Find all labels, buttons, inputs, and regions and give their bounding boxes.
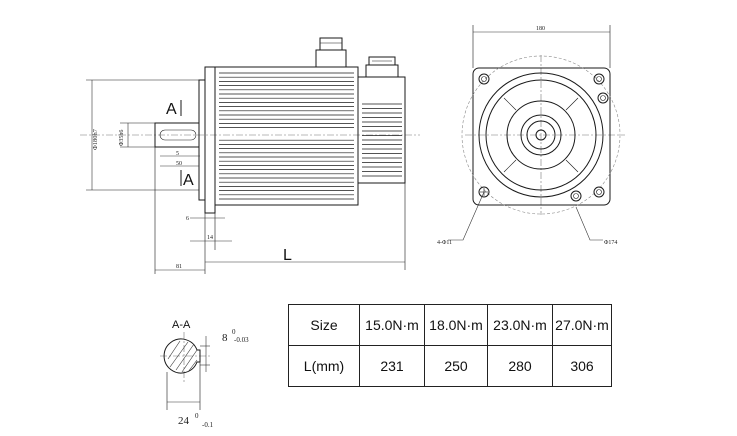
section-hatching <box>167 340 198 373</box>
cooling-fins <box>219 72 354 200</box>
side-view: A A Φ180h7 Φ35h6 5 50 6 14 L <box>80 37 420 274</box>
table-cell: 306 <box>552 345 612 387</box>
square-flange <box>472 67 611 206</box>
pcd-leader <box>575 206 603 241</box>
table-row: Size 15.0N·m 18.0N·m 23.0N·m 27.0N·m <box>288 304 612 346</box>
shaft-section <box>163 338 201 374</box>
power-connector <box>315 37 347 68</box>
dim-key-depth-upper: 0 <box>195 412 199 420</box>
dim-key-width-upper: 0 <box>232 328 236 336</box>
dim-key-length: 50 <box>176 161 182 167</box>
spec-table: Size 15.0N·m 18.0N·m 23.0N·m 27.0N·m L(m… <box>288 304 612 387</box>
mounting-holes <box>478 73 609 202</box>
spigot-circle <box>478 72 604 198</box>
shaft-keyway <box>159 129 197 141</box>
table-cell: 250 <box>424 345 488 387</box>
shaft-end <box>535 129 547 141</box>
table-cell: 280 <box>487 345 553 387</box>
encoder-connector <box>365 56 399 78</box>
front-view: 180 4-Φ11 Φ174 <box>437 25 625 246</box>
table-cell: 27.0N·m <box>552 304 612 346</box>
dim-spigot: 14 <box>207 235 213 241</box>
output-shaft <box>154 122 200 148</box>
dim-shaft-length: 81 <box>176 264 182 270</box>
motor-body <box>214 66 359 206</box>
section-view: A-A 8 0 -0.03 24 0 -0.1 <box>160 319 249 429</box>
table-cell: 15.0N·m <box>359 304 425 346</box>
dim-key-width: 8 <box>222 332 228 344</box>
dim-key-width-tol: -0.03 <box>234 336 249 344</box>
dim-shaft-dia: Φ35h6 <box>119 130 125 146</box>
spigot <box>198 79 206 201</box>
section-title: A-A <box>172 319 191 331</box>
section-mark-top: A <box>166 101 177 118</box>
dim-pcd: Φ174 <box>604 240 617 246</box>
section-mark-bottom: A <box>183 172 194 189</box>
dim-holes: 4-Φ11 <box>437 240 452 246</box>
table-cell: 23.0N·m <box>487 304 553 346</box>
pcd-circle <box>461 55 621 215</box>
mounting-flange <box>204 66 216 214</box>
table-cell: 231 <box>359 345 425 387</box>
dim-flange-thickness: 6 <box>186 216 189 222</box>
holes-leader <box>448 191 485 241</box>
dim-flange-dia: Φ180h7 <box>92 128 99 150</box>
dim-key-depth-tol: -0.1 <box>202 421 214 429</box>
row-label-length: L(mm) <box>288 345 360 387</box>
table-cell: 18.0N·m <box>424 304 488 346</box>
row-label-size: Size <box>288 304 360 346</box>
dim-key-depth: 24 <box>178 415 190 427</box>
hub-circle <box>520 114 562 156</box>
table-row: L(mm) 231 250 280 306 <box>288 345 612 387</box>
dim-width: 180 <box>536 26 545 32</box>
dim-key-offset: 5 <box>176 151 179 157</box>
rear-fins <box>362 103 402 177</box>
dim-body-length: L <box>283 247 292 264</box>
